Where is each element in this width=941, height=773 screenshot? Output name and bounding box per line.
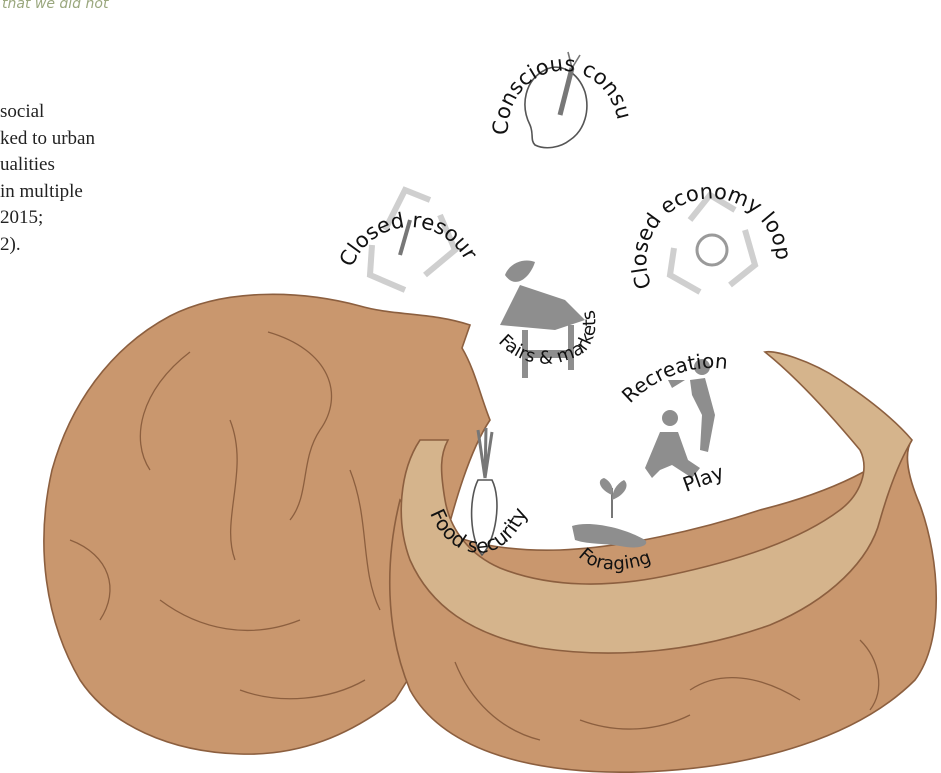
label-closed-resource-cycle: Closed resource cycle [0,0,482,270]
label-conscious-consumption: Conscious consumption [0,0,636,135]
label-recreation: Recreation [617,349,729,408]
hand-sprout-icon [572,478,646,547]
svg-text:Closed resource cycle: Closed resource cycle [0,0,482,270]
person-crouching-icon [645,410,700,478]
svg-text:Recreation: Recreation [617,349,729,408]
svg-text:Conscious consumption: Conscious consumption [0,0,636,135]
